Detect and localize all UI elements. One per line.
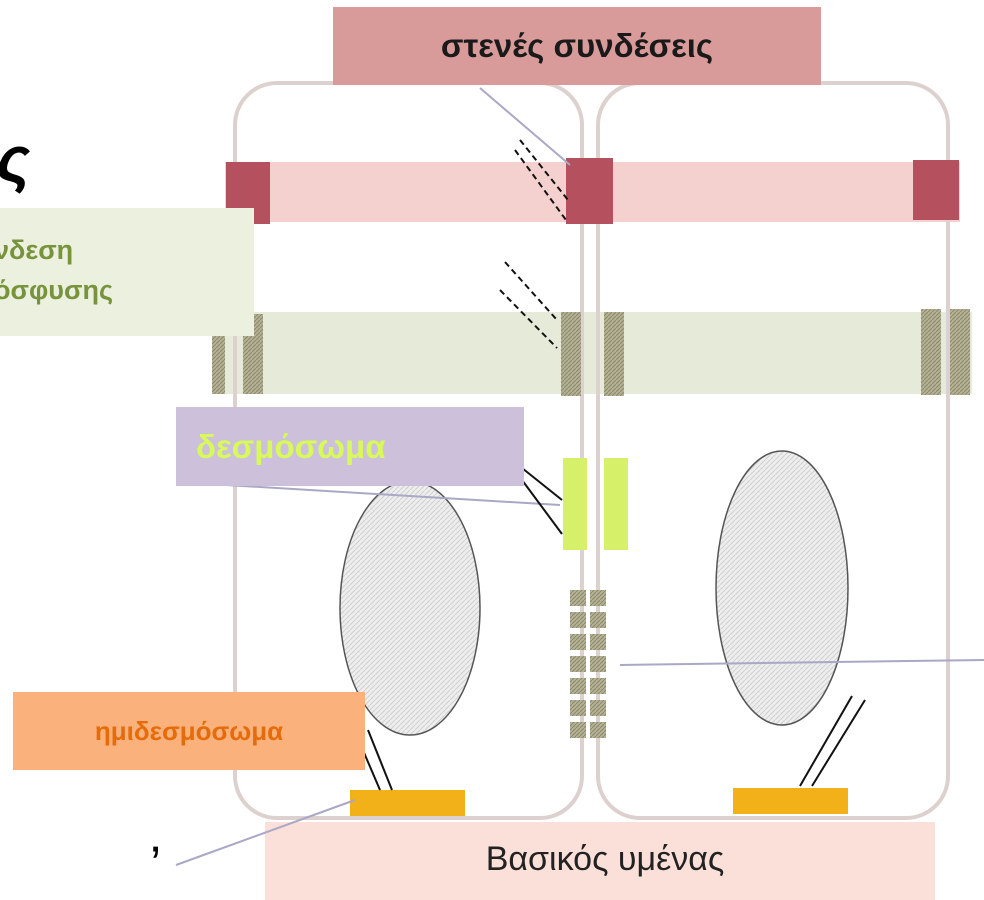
adherens-junction-label: νδεση όσφυσης	[0, 208, 254, 336]
nucleus-right	[716, 451, 848, 725]
adherens-plaque	[561, 312, 581, 396]
hemidesmosome-right	[733, 788, 848, 814]
tight-junctions-label: στενές συνδέσεις	[333, 7, 821, 85]
adherens-plaque	[604, 312, 624, 396]
hemidesmosome-label: ημιδεσμόσωμα	[13, 692, 365, 770]
adherens-label-line2: όσφυσης	[0, 270, 254, 310]
adherens-label-line1: νδεση	[0, 230, 254, 270]
gap-junctions	[570, 590, 606, 738]
tight-junction-right	[913, 160, 959, 220]
partial-punctuation-mark: ’	[150, 835, 161, 893]
adherens-band	[212, 312, 972, 394]
desmosome-plaque	[604, 458, 628, 550]
partial-title-letter: ς	[0, 122, 30, 196]
adherens-plaque	[921, 309, 941, 395]
hemidesmosome-left	[350, 790, 465, 816]
tight-junction-center	[566, 158, 613, 224]
desmosome-label: δεσμόσωμα	[176, 407, 524, 486]
desmosome-plaque	[563, 458, 587, 550]
basal-membrane-label: Βασικός υμένας	[455, 840, 755, 888]
adherens-plaque	[950, 309, 970, 395]
